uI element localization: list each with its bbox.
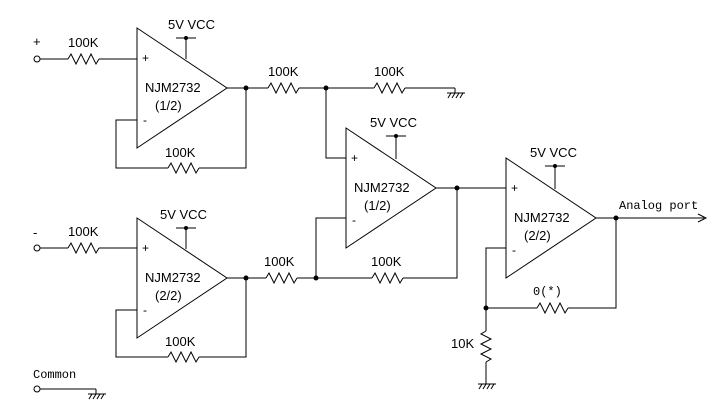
opamp-a2-part-label: NJM2732 [145, 270, 201, 285]
opamp-a1-plus-sign: + [142, 51, 149, 65]
opamp-a4-feedback: 0(*) 10K [451, 218, 617, 390]
opamp-a4-minus-sign: - [512, 243, 516, 257]
opamp-a1: + - NJM2732 (1/2) 5V VCC [136, 17, 228, 149]
opamp-a3-triangle [345, 127, 437, 249]
opamp-a4-part-label: NJM2732 [514, 210, 570, 225]
opamp-a1-feedback: 100K [115, 88, 247, 175]
r-in-minus-label: 100K [68, 224, 99, 239]
ground-symbol [478, 383, 496, 390]
opamp-a2: + - NJM2732 (2/2) 5V VCC [136, 207, 228, 339]
r-fb-a3-label: 100K [371, 254, 402, 269]
opamp-a4-plus-sign: + [511, 181, 518, 195]
opamp-a3-plus-sign: + [351, 151, 358, 165]
opamp-a2-output: 100K 100K [227, 188, 458, 285]
opamp-a1-minus-sign: - [143, 113, 147, 127]
input-minus-terminal[interactable] [33, 244, 41, 252]
opamp-a2-unit-label: (2/2) [155, 288, 182, 303]
r-in-plus-label: 100K [68, 35, 99, 50]
r-a3-plus-gnd-label: 100K [374, 64, 405, 79]
opamp-a2-feedback: 100K [115, 278, 247, 364]
r-fb-a1-label: 100K [165, 145, 196, 160]
opamp-a3-unit-label: (1/2) [364, 198, 391, 213]
input-minus-label: - [33, 225, 37, 240]
r-fb-a2-label: 100K [165, 334, 196, 349]
opamp-a1-unit-label: (1/2) [155, 98, 182, 113]
output-label: Analog port [619, 199, 698, 213]
opamp-a1-output: 100K 100K [227, 64, 465, 159]
r-a2-out-label: 100K [264, 254, 295, 269]
ground-symbol [447, 88, 465, 99]
opamp-a2-supply-label: 5V VCC [160, 207, 207, 222]
opamp-a3-output [436, 185, 506, 191]
opamp-a4-triangle [505, 157, 597, 279]
ground-symbol [88, 389, 106, 400]
opamp-a4-output: Analog port [596, 199, 708, 223]
opamp-a2-triangle [136, 217, 228, 339]
r-fb-a4-label: 0(*) [533, 285, 562, 299]
opamp-a4-supply-label: 5V VCC [530, 145, 577, 160]
input-minus-path: - 100K [33, 224, 137, 255]
opamp-a1-supply-label: 5V VCC [168, 17, 215, 32]
opamp-a3-minus-sign: - [352, 213, 356, 227]
input-plus-terminal[interactable] [33, 55, 41, 63]
input-plus-label: + [33, 34, 41, 49]
opamp-a3: + - NJM2732 (1/2) 5V VCC [345, 115, 437, 249]
common-label: Common [33, 368, 76, 382]
opamp-a4-unit-label: (2/2) [524, 228, 551, 243]
opamp-a4: + - NJM2732 (2/2) 5V VCC [505, 145, 597, 279]
r-a1-out-label: 100K [268, 64, 299, 79]
input-plus-path: + 100K [33, 34, 137, 66]
opamp-a1-part-label: NJM2732 [145, 80, 201, 95]
opamp-a1-triangle [136, 27, 228, 149]
r-a4-gnd-label: 10K [451, 336, 474, 351]
opamp-a3-part-label: NJM2732 [354, 180, 410, 195]
common-terminal[interactable] [33, 385, 41, 393]
opamp-a2-plus-sign: + [142, 241, 149, 255]
opamp-a3-supply-label: 5V VCC [370, 115, 417, 130]
common-path: Common [33, 368, 106, 400]
opamp-a2-minus-sign: - [143, 303, 147, 317]
